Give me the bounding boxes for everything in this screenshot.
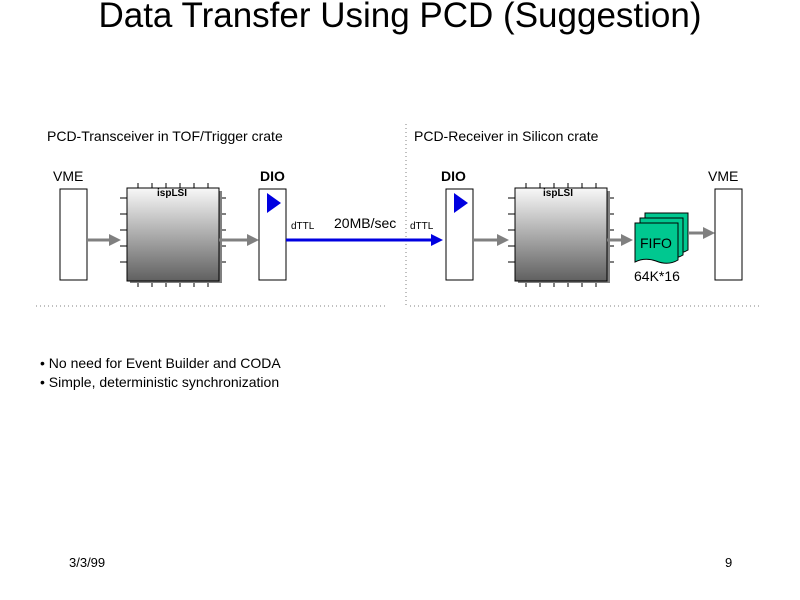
fifo-size-label: 64K*16 — [634, 268, 680, 284]
left-crate-label: PCD-Transceiver in TOF/Trigger crate — [47, 128, 283, 144]
left-chip-label: ispLSI — [157, 188, 188, 199]
left-dio-label: DIO — [260, 168, 285, 184]
right-crate-label: PCD-Receiver in Silicon crate — [414, 128, 599, 144]
right-vme-label: VME — [708, 168, 739, 184]
left-vme-board — [59, 188, 88, 281]
right-vme-board — [714, 188, 743, 281]
bullet-text: No need for Event Builder and CODA — [48, 355, 281, 371]
right-dio-label: DIO — [441, 168, 466, 184]
bullet-text: Simple, deterministic synchronization — [48, 374, 280, 390]
left-dttl-label: dTTL — [291, 221, 315, 232]
left-vme-label: VME — [53, 168, 84, 184]
right-dttl-label: dTTL — [410, 221, 434, 232]
right-dio-triangle — [454, 193, 468, 213]
fifo-stack — [634, 212, 689, 264]
bullet-item: • Simple, deterministic synchronization — [40, 374, 280, 390]
slide-date: 3/3/99 — [69, 555, 106, 570]
fifo-label: FIFO — [640, 235, 672, 251]
right-chip-label: ispLSI — [543, 188, 574, 199]
right-isplsi-chip — [508, 183, 614, 287]
left-isplsi-chip — [120, 183, 226, 287]
left-dio-triangle — [267, 193, 281, 213]
bullet-item: • No need for Event Builder and CODA — [40, 355, 281, 371]
link-rate-label: 20MB/sec — [334, 215, 397, 231]
slide-title: Data Transfer Using PCD (Suggestion) — [98, 0, 702, 35]
slide-number: 9 — [725, 555, 733, 570]
